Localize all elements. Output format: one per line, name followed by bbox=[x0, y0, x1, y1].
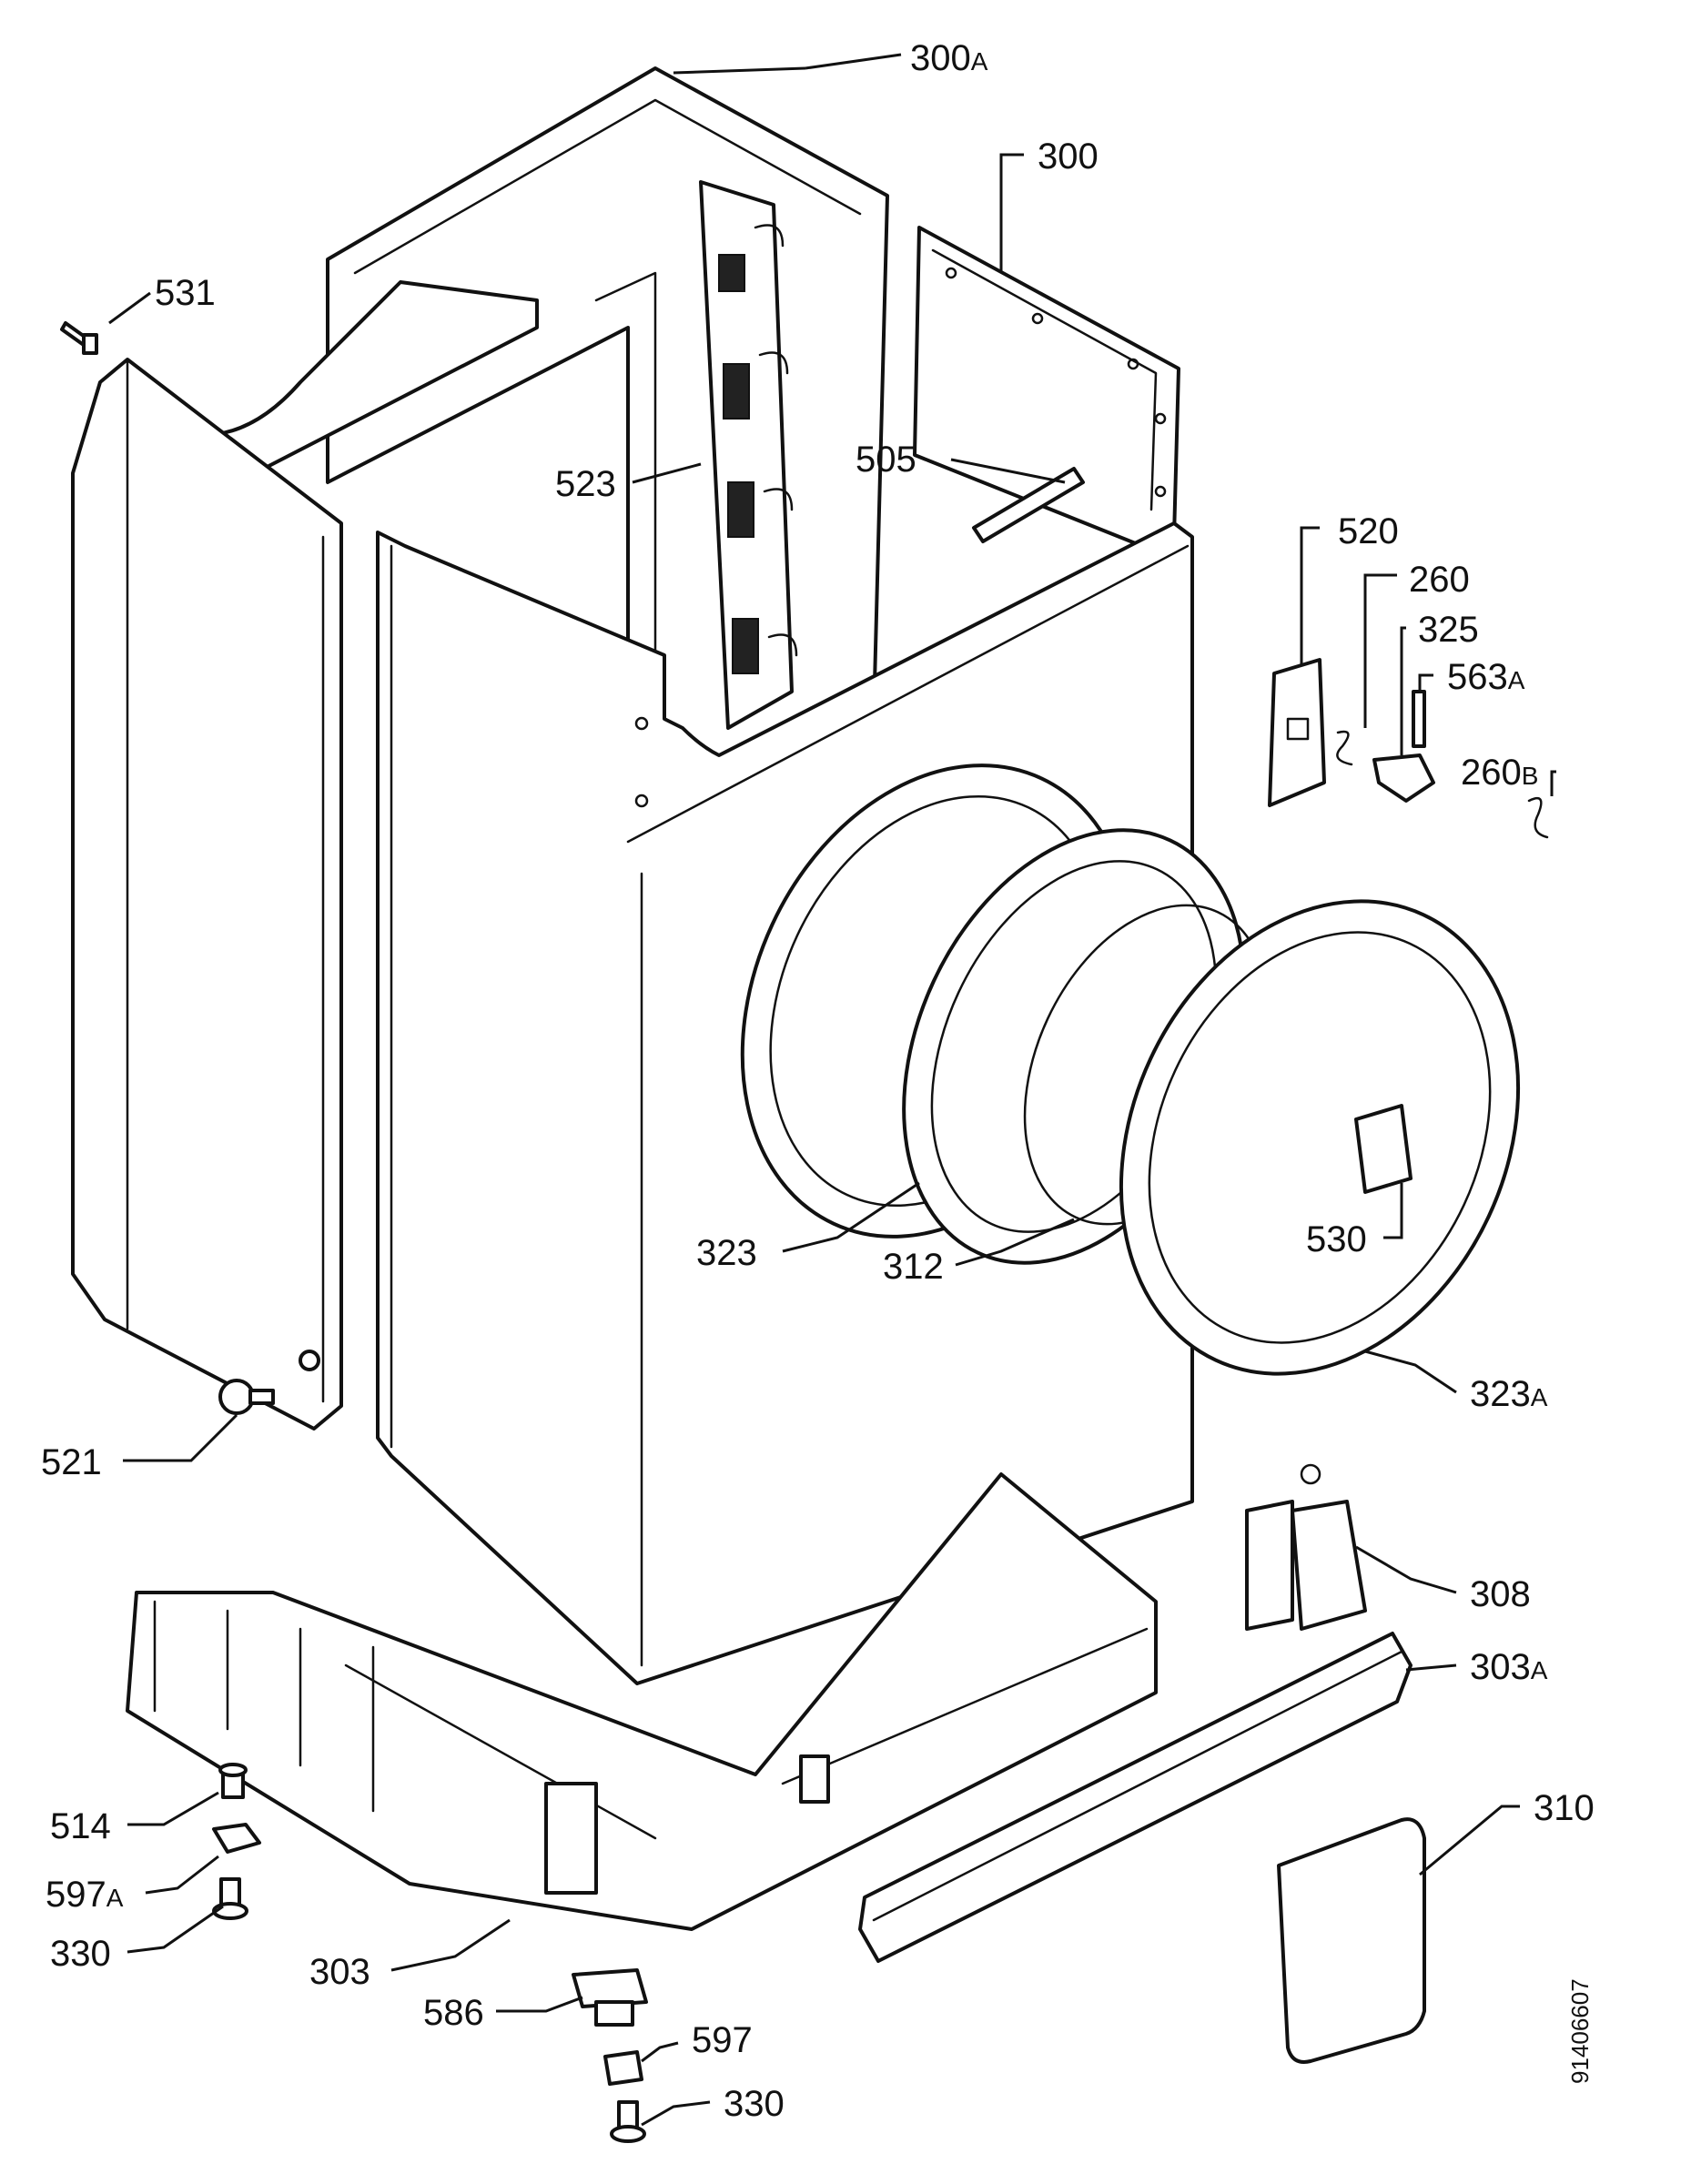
callout-330-bottom: 330 bbox=[724, 2084, 785, 2124]
callout-308: 308 bbox=[1470, 1574, 1531, 1614]
leader-lines bbox=[108, 53, 1556, 2127]
callout-300: 300 bbox=[1038, 136, 1099, 177]
side-panel bbox=[71, 358, 343, 1431]
callout-531: 531 bbox=[155, 273, 216, 313]
callout-530: 530 bbox=[1306, 1219, 1367, 1259]
callout-325: 325 bbox=[1418, 610, 1479, 650]
callout-521: 521 bbox=[41, 1442, 102, 1482]
hinge-pin bbox=[1412, 690, 1426, 748]
screw-521 bbox=[218, 1379, 275, 1415]
callout-514: 514 bbox=[50, 1806, 111, 1846]
callout-597A: 597A bbox=[46, 1875, 124, 1915]
door-handle bbox=[1354, 1104, 1413, 1194]
callout-563A: 563A bbox=[1447, 657, 1525, 697]
callout-260: 260 bbox=[1409, 560, 1470, 600]
base-frame bbox=[126, 1472, 1158, 1931]
front-bracket bbox=[1245, 1463, 1367, 1631]
callout-597: 597 bbox=[692, 2020, 753, 2060]
guide-rail bbox=[699, 180, 798, 730]
hinge-lever bbox=[1372, 753, 1435, 803]
document-number: 91406607 bbox=[1566, 1978, 1594, 2084]
callout-323: 323 bbox=[696, 1233, 757, 1273]
callout-330-left: 330 bbox=[50, 1934, 111, 1974]
bolt-514 bbox=[218, 1763, 248, 1799]
callout-312: 312 bbox=[883, 1247, 944, 1287]
nut-597A bbox=[212, 1823, 261, 1854]
callout-520: 520 bbox=[1338, 511, 1399, 551]
callout-310: 310 bbox=[1534, 1788, 1595, 1828]
bolt-330-left bbox=[212, 1877, 248, 1920]
callout-586: 586 bbox=[423, 1993, 484, 2033]
latch-spring bbox=[1527, 796, 1549, 839]
hinge-plate bbox=[1268, 658, 1326, 807]
callout-303A: 303A bbox=[1470, 1647, 1548, 1687]
bolt-330-bottom bbox=[610, 2100, 646, 2143]
callout-303: 303 bbox=[309, 1952, 370, 1992]
screw-531 bbox=[60, 321, 98, 355]
callout-labels: 300A 300 531 523 505 520 260 325 563A 26… bbox=[41, 38, 1595, 2124]
nut-597 bbox=[603, 2050, 643, 2086]
callout-300A: 300A bbox=[910, 38, 988, 78]
callout-260B: 260B bbox=[1461, 753, 1538, 793]
plinth bbox=[858, 1632, 1413, 1963]
service-flap bbox=[1277, 1817, 1426, 2064]
foot-586 bbox=[572, 1968, 648, 2027]
hinge-spring bbox=[1336, 730, 1353, 766]
door-assembly bbox=[1119, 899, 1521, 1376]
support-rod bbox=[972, 467, 1085, 543]
callout-523: 523 bbox=[555, 464, 616, 504]
callout-505: 505 bbox=[856, 440, 916, 480]
callout-323A: 323A bbox=[1470, 1374, 1548, 1414]
